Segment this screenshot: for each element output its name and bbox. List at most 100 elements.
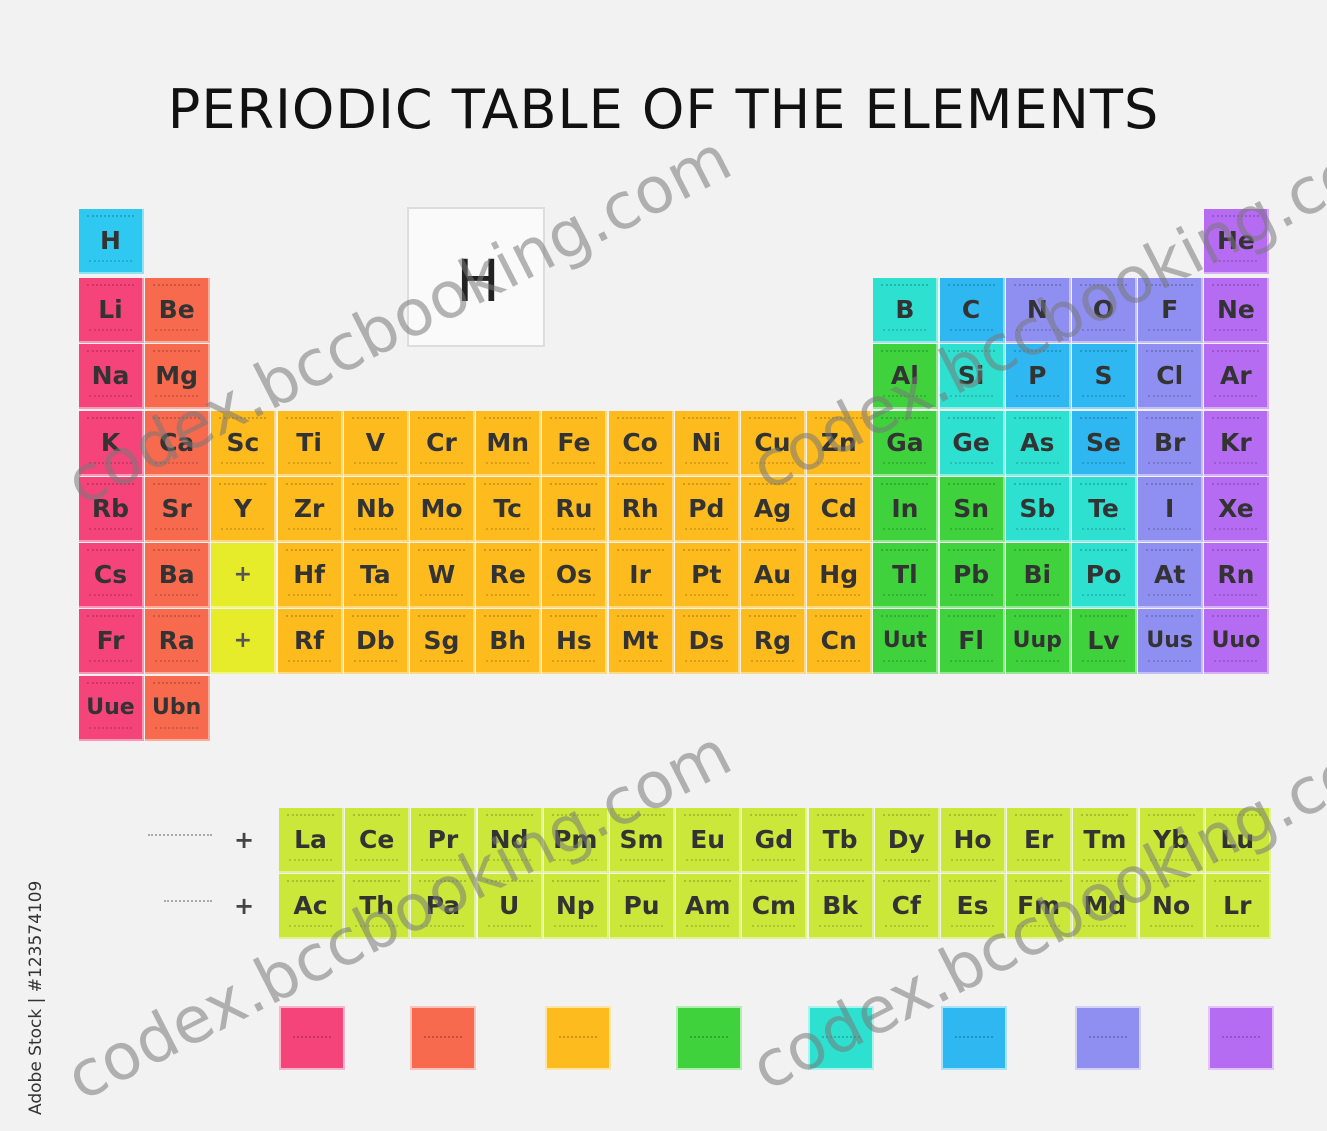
- element-symbol: U: [498, 891, 520, 920]
- cell-detail: [1214, 594, 1258, 599]
- cell-detail: [1082, 329, 1125, 334]
- cell-detail: [1013, 615, 1061, 620]
- cell-detail: [1015, 462, 1059, 467]
- element-la: La: [279, 808, 344, 873]
- cell-detail: [618, 462, 662, 467]
- cell-detail: [89, 462, 132, 467]
- element-uue: Uue: [79, 676, 144, 741]
- cell-detail: [1015, 528, 1059, 533]
- element-symbol: Rb: [91, 494, 130, 523]
- element-s: S: [1072, 344, 1137, 409]
- cell-detail: [155, 660, 199, 665]
- element-symbol: H: [100, 226, 121, 255]
- element-symbol: Pr: [427, 825, 459, 854]
- cell-detail: [1212, 549, 1260, 554]
- element-symbol: Sb: [1019, 494, 1056, 523]
- element-ds: Ds: [674, 609, 740, 674]
- cell-detail: [1148, 329, 1192, 334]
- f-block-marker: +: [211, 543, 277, 608]
- cell-detail: [949, 880, 996, 885]
- element-cr: Cr: [410, 411, 475, 476]
- lanthanides-row-label: [148, 834, 212, 836]
- element-ni: Ni: [674, 411, 740, 476]
- cell-detail: [1214, 528, 1258, 533]
- element-symbol: Kr: [1220, 428, 1252, 457]
- element-br: Br: [1138, 411, 1204, 476]
- cell-detail: [155, 594, 199, 599]
- element-rh: Rh: [608, 477, 674, 542]
- cell-detail: [1082, 395, 1125, 400]
- cell-detail: [620, 859, 663, 864]
- element-symbol: Ti: [296, 428, 322, 457]
- cell-detail: [551, 814, 599, 819]
- cell-detail: [883, 462, 927, 467]
- element-symbol: Hg: [819, 560, 859, 589]
- element-fm: Fm: [1007, 874, 1073, 939]
- cell-detail: [153, 682, 201, 687]
- element-cd: Cd: [807, 477, 873, 542]
- element-pb: Pb: [939, 543, 1005, 608]
- cell-detail: [949, 528, 993, 533]
- element-symbol: Ba: [158, 560, 195, 589]
- cell-detail: [686, 859, 730, 864]
- element-symbol: I: [1165, 494, 1175, 523]
- cell-detail: [287, 462, 331, 467]
- element-lv: Lv: [1072, 609, 1137, 674]
- cell-detail: [884, 925, 928, 930]
- element-symbol: Be: [158, 295, 195, 324]
- cell-detail: [484, 549, 532, 554]
- cell-detail: [947, 350, 995, 355]
- element-np: Np: [543, 874, 609, 939]
- element-symbol: Ge: [952, 428, 990, 457]
- cell-detail: [419, 814, 467, 819]
- cell-detail: [750, 814, 798, 819]
- cell-detail: [87, 682, 134, 687]
- cell-detail: [287, 660, 331, 665]
- cell-detail: [1082, 528, 1125, 533]
- element-symbol: Am: [684, 891, 731, 920]
- cell-detail: [818, 925, 862, 930]
- element-symbol: Os: [555, 560, 592, 589]
- cell-detail: [815, 615, 863, 620]
- element-symbol: Uuo: [1211, 628, 1261, 653]
- element-symbol: P: [1028, 361, 1047, 390]
- cell-detail: [751, 462, 794, 467]
- element-symbol: Uue: [86, 695, 135, 720]
- element-symbol: Mn: [486, 428, 530, 457]
- cell-detail: [1212, 483, 1260, 488]
- stock-credit: Adobe Stock | #123574109: [26, 880, 46, 1115]
- swatch-detail: [955, 1036, 993, 1038]
- cell-detail: [1146, 417, 1194, 422]
- cell-detail: [89, 329, 132, 334]
- cell-detail: [1212, 284, 1260, 289]
- element-symbol: Rf: [294, 626, 325, 655]
- element-as: As: [1005, 411, 1071, 476]
- element-gd: Gd: [742, 808, 808, 873]
- cell-detail: [355, 859, 399, 864]
- cell-detail: [550, 483, 598, 488]
- cell-detail: [484, 483, 532, 488]
- element-pr: Pr: [411, 808, 477, 873]
- element-cm: Cm: [742, 874, 808, 939]
- element-symbol: W: [427, 560, 456, 589]
- cell-detail: [486, 528, 530, 533]
- cell-detail: [749, 615, 796, 620]
- element-fe: Fe: [542, 411, 608, 476]
- element-symbol: Ru: [555, 494, 593, 523]
- element-ho: Ho: [941, 808, 1006, 873]
- cell-detail: [552, 528, 596, 533]
- element-symbol: Bk: [822, 891, 858, 920]
- cell-detail: [89, 727, 132, 732]
- cell-detail: [818, 859, 862, 864]
- element-ce: Ce: [345, 808, 411, 873]
- element-mn: Mn: [476, 411, 542, 476]
- element-symbol: Tc: [493, 494, 522, 523]
- element-c: C: [939, 278, 1005, 343]
- element-symbol: Np: [555, 891, 595, 920]
- element-tm: Tm: [1073, 808, 1139, 873]
- cell-detail: [618, 814, 665, 819]
- swatch-detail: [1089, 1036, 1127, 1038]
- element-rb: Rb: [79, 477, 144, 542]
- element-symbol: Pa: [425, 891, 461, 920]
